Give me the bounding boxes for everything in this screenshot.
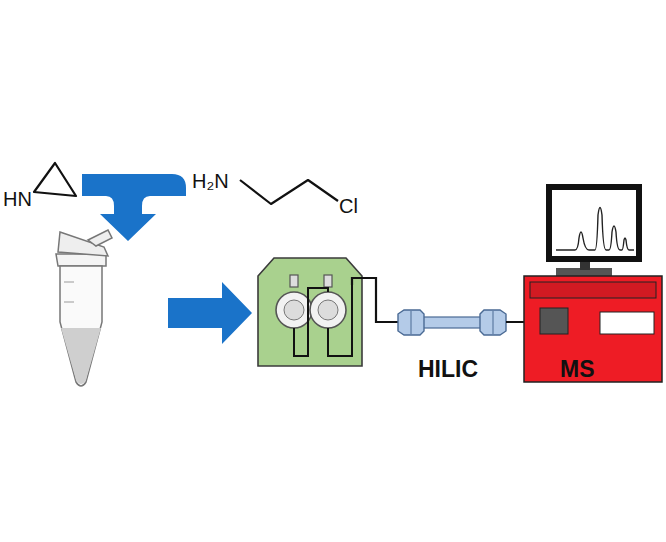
instrument-label: MS (560, 358, 595, 381)
hilic-column (398, 310, 506, 335)
flow-arrow (168, 282, 252, 344)
pump (258, 258, 362, 366)
column-label: HILIC (418, 358, 478, 381)
sample-tube (56, 230, 112, 386)
tubing (352, 278, 398, 322)
atom-label: H₂N (192, 171, 229, 191)
aziridine-ring (34, 163, 76, 196)
merge-arrow (82, 174, 186, 241)
atom-label: Cl (339, 196, 358, 216)
mass-spectrometer (524, 184, 662, 382)
atom-label: HN (3, 189, 32, 209)
chain-bonds (240, 180, 338, 204)
